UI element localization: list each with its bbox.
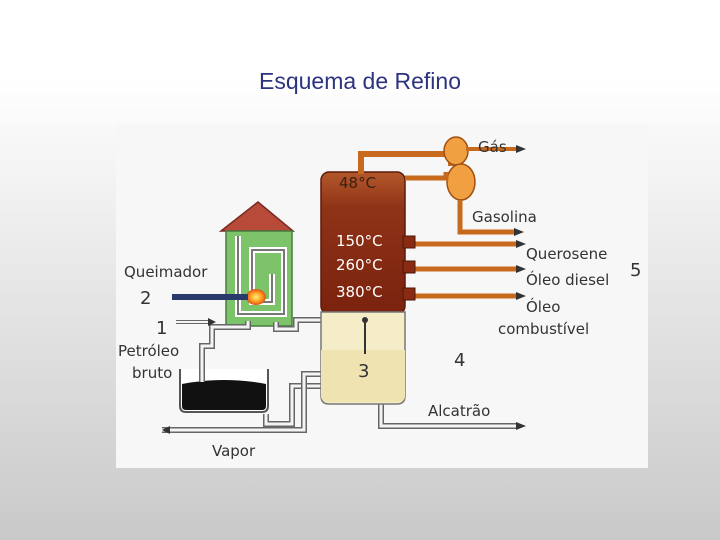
crude-oil [182,380,266,410]
furnace [218,201,296,327]
label-combustivel: combustível [498,320,589,338]
label-querosene: Querosene [526,245,607,263]
crude-tank [179,369,269,413]
temp-380: 380°C [336,283,383,301]
page-title: Esquema de Refino [258,68,461,94]
number-2: 2 [140,288,151,309]
distillation-column [320,171,406,405]
flow-arrows [162,145,526,434]
number-5: 5 [630,260,641,281]
temp-48: 48°C [339,174,376,192]
label-gasolina: Gasolina [472,208,537,226]
side-draws [402,235,518,301]
label-oleo-diesel: Óleo diesel [526,270,609,289]
temp-260: 260°C [336,256,383,274]
burner-nozzle [172,294,248,300]
label-bruto: bruto [132,364,172,382]
temp-150: 150°C [336,232,383,250]
number-3: 3 [358,361,369,382]
number-4: 4 [454,350,465,371]
label-alcatrao: Alcatrão [428,402,490,420]
column-residue-liquid [321,350,405,402]
label-vapor: Vapor [212,442,256,460]
label-oleo: Óleo [526,297,560,316]
label-petroleo: Petróleo [118,342,179,360]
label-gas: Gás [478,138,507,156]
refining-diagram: Gás Gasolina Querosene Óleo diesel Óleo … [116,124,648,468]
furnace-coil-core [237,236,285,315]
label-queimador: Queimador [124,263,208,281]
burner-flame [246,289,266,305]
gas-separator [358,136,516,235]
number-1: 1 [156,318,167,339]
pipes [162,317,518,433]
